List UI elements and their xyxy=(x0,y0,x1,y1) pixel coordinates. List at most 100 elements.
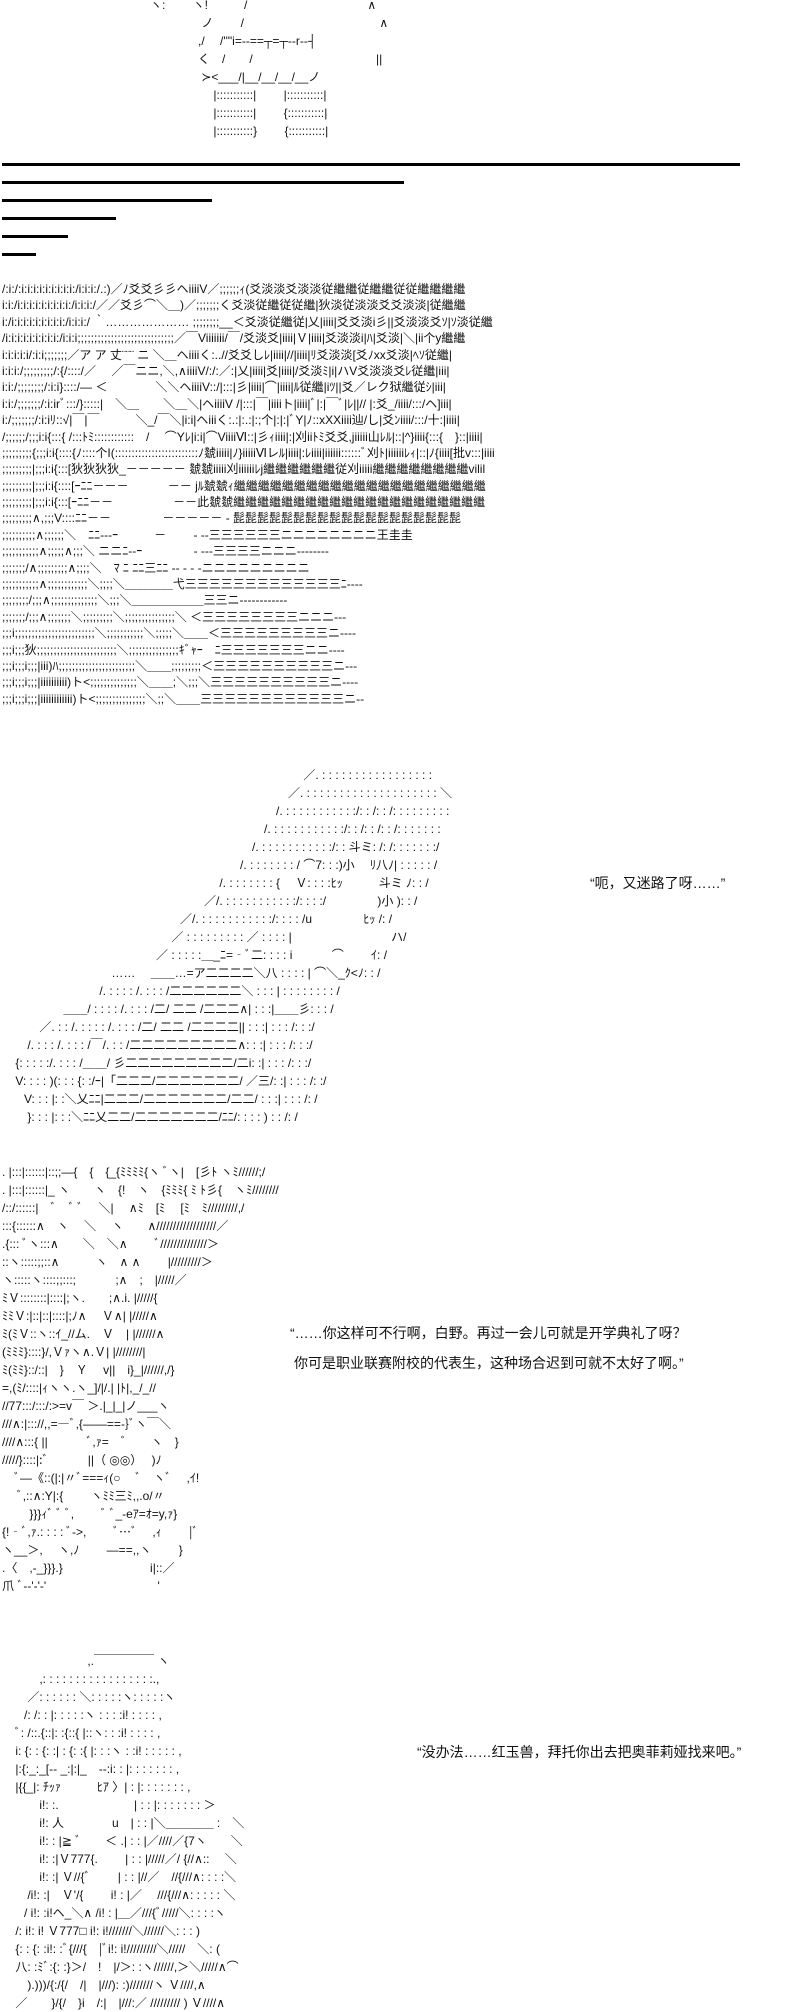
ascii-art-line: ;;;;;;;;;;∧;;;;;;＼ ﾆﾆ--‐ｰ － ‐ --三三三三三三ニニ… xyxy=(2,527,413,542)
ascii-art-line: ﾐﾐＶ:|::|::|::::|;ﾉ∧ Ｖ∧| |/////∧ xyxy=(2,1309,158,1323)
ascii-art-line: ;;;i;;;i;;;|iiiiiiiiiiii)ト<;;;;;;;;;;;;;… xyxy=(2,691,365,706)
ascii-art-line: /. : : : /. : : : /￣/. : : /二二二二二二二二二∧: … xyxy=(0,1038,313,1052)
ascii-art-line: {: : {: :i!: :ﾞ{///{ |ﾞi!: i!/////////＼/… xyxy=(0,1942,220,1956)
ascii-art-line: (ﾐﾐﾐ}::::}/,Ｖｧヽ∧.Ｖ| |////////| xyxy=(2,1345,146,1359)
ascii-art-line: . |:::|::::::|_ ヽ ヽ {! ヽ {ﾐﾐﾐ{ ﾐ ﾄ彡{ ヽﾐ/… xyxy=(2,1183,279,1197)
ascii-art-line: i!: :|Ｖ777{. | : : |/////／/ {//∧:: ＼ xyxy=(0,1852,237,1866)
ascii-art-line: ;;;i;;;i;;;|iiiiiiiiii)ト<;;;;;;;;;;;;;;＼… xyxy=(2,675,359,690)
ascii-art-line: ;;;;;;;;;;;∧;;;;;∧;;;＼ ニニﾆ--ｰ ‐ ‐--三三三三ニ… xyxy=(2,544,329,559)
divider-line xyxy=(2,235,68,238)
ascii-art-line: ／. : : /. : : : : /. : : : /二/ 二二 /二二二二|… xyxy=(0,1020,315,1034)
ascii-art-line: ／. : : : : : : : : : : : : : : : : : : :… xyxy=(0,786,453,800)
ascii-art-line: i:i:/;;;;;;;;/:i:i}::::/― ＜ ＼＼ヘiiiiV::/|… xyxy=(2,380,446,395)
ascii-art-line: ヽ: ヽ! / ∧ xyxy=(150,0,377,12)
ascii-art-line: ﾐ(ﾐＶ::ヽ::ｲ_//ム. Ｖ | |//////∧ xyxy=(2,1327,165,1341)
ascii-art-line: i:i:/i:i:i:i:i:i:i:i:i:/i:i:i:/／／爻彡⌒＼＿)／… xyxy=(2,298,466,313)
ascii-art-line: ≻<___/|__/__/__/__ノ xyxy=(150,70,321,84)
ascii-art-line: /. : : : : /. : : : /二二二二二二＼ : : : | : :… xyxy=(0,984,340,998)
dialogue-lost: “呃，又迷路了呀……” xyxy=(590,875,726,891)
ascii-art-line: ﾞ―《::(|:|〃ﾞ===ｨ(○ ﾞ ヽﾞ ,ｲ! xyxy=(2,1471,200,1485)
ascii-art-line: V: : : |: :＼乂ﾆﾆ|二二二/二二二二二二二/二二/ : : :| :… xyxy=(0,1092,318,1106)
ascii-art-line: {: : : : :/. : : : /＿＿/ 彡二二二二二二二二二/二i: :… xyxy=(0,1056,312,1070)
ascii-art-line: /:i:/:i:i:i:i:i:i:i:i:i:/i:i:i:/.:)／ﾉ爻爻彡… xyxy=(2,282,466,296)
dialogue-late-line2: 你可是职业联赛附校的代表生，这种场合迟到可就不太好了啊。” xyxy=(294,1355,684,1371)
ascii-art-line: i:i:i:/;;;;;;;;;/:{/::::/／ ／￣ニニ,＼,∧iiiiV… xyxy=(2,363,450,378)
ascii-art-line: ;;;i;;;i;;;|iii)ﾊ;;;;;;;;;;;;;;;;;;;;;;;… xyxy=(2,658,358,673)
ascii-art-line: ::ヽ:::::;;::∧ ヽ ∧ ∧ |/////////＞ xyxy=(2,1255,213,1269)
ascii-art-line: |:{:_:_[‐‐ _:|:|_ ‐‐:i: : |: : : : : : :… xyxy=(0,1762,180,1776)
ascii-art-line: ／ }/{/ }i /:| |///:／ ///////// ) Ｖ////∧ xyxy=(0,1996,226,2010)
divider-line xyxy=(2,199,212,202)
ascii-art-line: ／/. : : : : : : : : : : :/: : : : /u ﾋｯ … xyxy=(0,912,393,926)
ascii-art-line: .〈 ,‐_}}}.} i|::／ xyxy=(2,1561,175,1575)
ascii-art-line: ///∧:|::://,,=―ﾞ,{――==‐}ﾞヽ￣＼ xyxy=(2,1417,171,1431)
ascii-art-line: ／ : : : : : : : : : ／ : : : : | ハ/ xyxy=(0,930,407,944)
ascii-art-line: |{{_|: ﾁｯｧ ﾋｱ 〉| : |: : : : : : : , xyxy=(0,1780,191,1794)
ascii-art-line: 爪 ﾞ‐‐'‐'‐' ' xyxy=(2,1579,160,1593)
ascii-art-line: ).)))/{:/{/ /| |///): :)///////ヽ Ｖ////,∧ xyxy=(0,1978,206,1992)
ascii-art-line: ////∧:::{ || ﾞ,ｧ= ﾞ ヽ } xyxy=(2,1435,179,1449)
ascii-art-line: i:/;;;;;;;/:i:iﾘ::√|￣|￣ ＼_/￣＼|i:i|ヘiiiく:… xyxy=(2,413,460,428)
ascii-art-line: ﾞ,::∧:Y|:{ ヽﾐﾐ三ﾐ,,.o/〃 xyxy=(2,1489,165,1503)
ascii-art-line: ;;;;;;;;;|;;;i:i{::::[ｰﾆﾆ－－－ －－ jﾙ虦虦ｨ繼繼繼… xyxy=(2,478,486,493)
ascii-art-line: }}}ｨﾞ ﾞ ﾞ, ﾞ ﾞ_‐eｱ=ｵ=y,ｧ} xyxy=(2,1507,178,1521)
ascii-art-line: ;;;;;;;;;|;;;i:i{:::[ｰﾆﾆ－－ －－此虦虦繼繼繼繼繼繼繼繼… xyxy=(2,495,486,510)
divider-line xyxy=(2,217,116,220)
ascii-art-line: …… ＿＿…=ア二二二二＼八 : : : : | ⌒＼_ｸ<ﾉ: : / xyxy=(0,966,381,980)
ascii-art-line: / i!: :i!ヘ_＼∧ /i! : |＿／///{ﾞ/////＼: : : … xyxy=(0,1906,226,1920)
ascii-art-line: //77:::/:::/:>=v￣ ＞.|_|_|ノ___ヽ xyxy=(2,1399,170,1413)
ascii-art-line: /i:i:i:i:i:i:i:i:i:/i:i:i;;;;;;;;;;;;;;;… xyxy=(2,331,466,346)
divider-line xyxy=(2,181,404,184)
ascii-art-line: |:::::::::::| |:::::::::::| xyxy=(150,88,327,102)
ascii-art-line: /: i!: i! Ｖ777□ i!: i!///////＼//////＼: :… xyxy=(0,1924,200,1938)
divider-line xyxy=(2,163,740,166)
ascii-art-line: ,: : : : : : : : : : : : : : : : :., xyxy=(0,1672,160,1686)
ascii-art-line: i:i:i:i:i/:i:i;;;;;;;／ア ア 丈¨¨¨ ニ ＼＿ヘiiii… xyxy=(2,347,453,362)
ascii-art-line: ,.￣￣￣￣￣ ヽ xyxy=(0,1654,170,1668)
ascii-art-line: ;;;;;;;/;;;∧;;;;;;;＼;;;;;;;;;＼;;;;;;;;;;… xyxy=(2,609,347,624)
dialogue-late-line1: “……你这样可不行啊，白野。再过一会儿可就是开学典礼了呀？ xyxy=(290,1325,687,1341)
ascii-art-line: ヽ__＞, ヽ,ﾉ ―==,,ヽ } xyxy=(2,1543,183,1557)
ascii-art-character-lost: ／. : : : : : : : : : : : : : : : : : ／. … xyxy=(0,766,452,1126)
ascii-art-line: ;;;;;;;;;;;∧;;;;;;;;;;;;＼;;;;＼＿＿＿＿弋三三三三三… xyxy=(2,577,363,592)
ascii-art-line: /i!: :| Ｖ'/{ i! : |／ ///{///∧: : : : : ＼ xyxy=(0,1888,236,1902)
ascii-art-line: 八: :ﾐﾞ:{: :}＞/ ! |/＞: :ヽ//////,＞＼/////∧⌒ xyxy=(0,1960,239,1974)
ascii-art-line: ノ / ∧ xyxy=(150,16,389,30)
ascii-art-line: i:/i:i:i:i:i:i:i:i:i:/i:i:i:/ ｀………………… ;… xyxy=(2,314,493,329)
ascii-art-line: :::{::::::∧ ヽ ＼ ヽ ∧//////////////////／ xyxy=(2,1219,229,1233)
ascii-art-character-thinking: ,.￣￣￣￣￣ ヽ ,: : : : : : : : : : : : : : :… xyxy=(0,1652,244,2012)
ascii-art-line: く / / || xyxy=(150,52,383,66)
ascii-art-line: i:i:/;;;;;;;/:i:irﾞ:::/}:::::| ＼＿ ＼＿＼|ヘi… xyxy=(2,396,452,411)
ascii-art-line: ＿＿/ : : : : /. : : : /二/ 二二 /二二二∧| : : :… xyxy=(0,1002,334,1016)
ascii-art-line: ,/ /''"i=-‐==┬=┬‐‐r‐‐┤ xyxy=(150,34,317,48)
ascii-art-line: . |:::|::::::|::;;―{ { {_{ﾐﾐﾐﾐ{ヽ ﾞヽ| [彡ﾄ… xyxy=(2,1165,266,1179)
ascii-art-line: ﾞ: /::.{::|: :{::{ |::ヽ: : :i! : : : : , xyxy=(0,1726,161,1740)
ascii-art-line: ;;;;;;;;;{;;;i:i{::::{ﾉ::::个I(::::::::::… xyxy=(2,445,495,460)
ascii-art-line: /;;;;;;/;;;i:i{:::{ /:::ﾄﾐ:::::::::::: /… xyxy=(2,429,483,444)
dialogue-find-ophelia: “没办法……红玉兽，拜托你出去把奥菲莉娅找来吧。” xyxy=(417,1744,742,1760)
ascii-art-line: ﾐＶ::::::::|::::|;ヽ. ;∧.i. |/////{ xyxy=(2,1291,158,1305)
ascii-art-line: }: : : |: : :＼ﾆﾆ乂二二/二二二二二二二/ﾆﾆ/: : : : )… xyxy=(0,1110,298,1124)
ascii-art-action-scene: /:i:/:i:i:i:i:i:i:i:i:i:/i:i:i:/.:)／ﾉ爻爻彡… xyxy=(2,281,612,707)
ascii-art-line: =,(ﾐ/::::|ｨヽヽ.ヽ_]/|/.| |ﾄ|,_/_// xyxy=(2,1381,156,1395)
ascii-art-line: |:::::::::::| {:::::::::::| xyxy=(150,106,328,120)
ascii-art-line: i!: :| Ｖ//{ﾞ | : : |//／ //{///∧: : : :＼ xyxy=(0,1870,237,1884)
ascii-art-line: /. : : : : : : : : : : :/: : /: : /: : :… xyxy=(0,804,450,818)
ascii-art-line: /. : : : : : : : : : : :/: : /: : /: : /… xyxy=(0,822,441,836)
ascii-art-line: i!: :. | : : |: : : : : : : ＞ xyxy=(0,1798,216,1812)
ascii-art-character-speaking: . |:::|::::::|::;;―{ { {_{ﾐﾐﾐﾐ{ヽ ﾞヽ| [彡ﾄ… xyxy=(2,1163,279,1595)
ascii-art-line: ;;;;;;;;;∧,;;;V::::ﾆﾆ－－ －－－－－ ‐ 髭髭髭髭髭髭髭髭… xyxy=(2,511,462,526)
divider-line xyxy=(2,253,36,256)
ascii-art-robe-figure: ヽ: ヽ! / ∧ ノ / ∧ ,/ /''"i=-‐==┬=┬‐‐r‐‐┤ く… xyxy=(150,0,388,140)
ascii-art-line: i: {: : {: :| : {: :{ |: : :ヽ : :i! : : … xyxy=(0,1744,182,1758)
ascii-art-line: ﾐ(ﾐﾐ}::/::| } Ｙ v|| i}_|//////,/} xyxy=(2,1363,175,1377)
ascii-art-line: /. : : : : : : : : : : :/: : 斗ミ: /: /: :… xyxy=(0,840,440,854)
ascii-art-line: ;;;;;;;;/;;;∧;;;;;;;;;;;;;;＼;;;＼＿＿＿＿＿＿三三… xyxy=(2,593,288,608)
ascii-art-line: {!‐ﾞ,ｧ.: : : : ﾞ‐>, ﾞ…ﾞ ,ｨ |ﾞ xyxy=(2,1525,199,1539)
ascii-art-line: ／. : : : : : : : : : : : : : : : : : xyxy=(0,768,433,782)
ascii-art-line: /. : : : : : : : { Ｖ: : : :ﾋｯ 斗ミ ﾉ: : / xyxy=(0,876,429,890)
ascii-art-line: ヽ:::::ヽ::::;;:::; ;∧ ; |/////／ xyxy=(2,1273,187,1287)
ascii-art-line: ;;;i;;;狄;;;;;;;;;;;;;;;;;;;;;;;;＼;;;;;;;… xyxy=(2,642,345,657)
ascii-art-line: ／/. : : : : : : : : : : :/: : : :/ )小 ):… xyxy=(0,894,418,908)
ascii-art-line: ／ : : : : :＿_ﾆ=‐ﾞ二: : : : i ⌒ ｲ: / xyxy=(0,948,388,962)
